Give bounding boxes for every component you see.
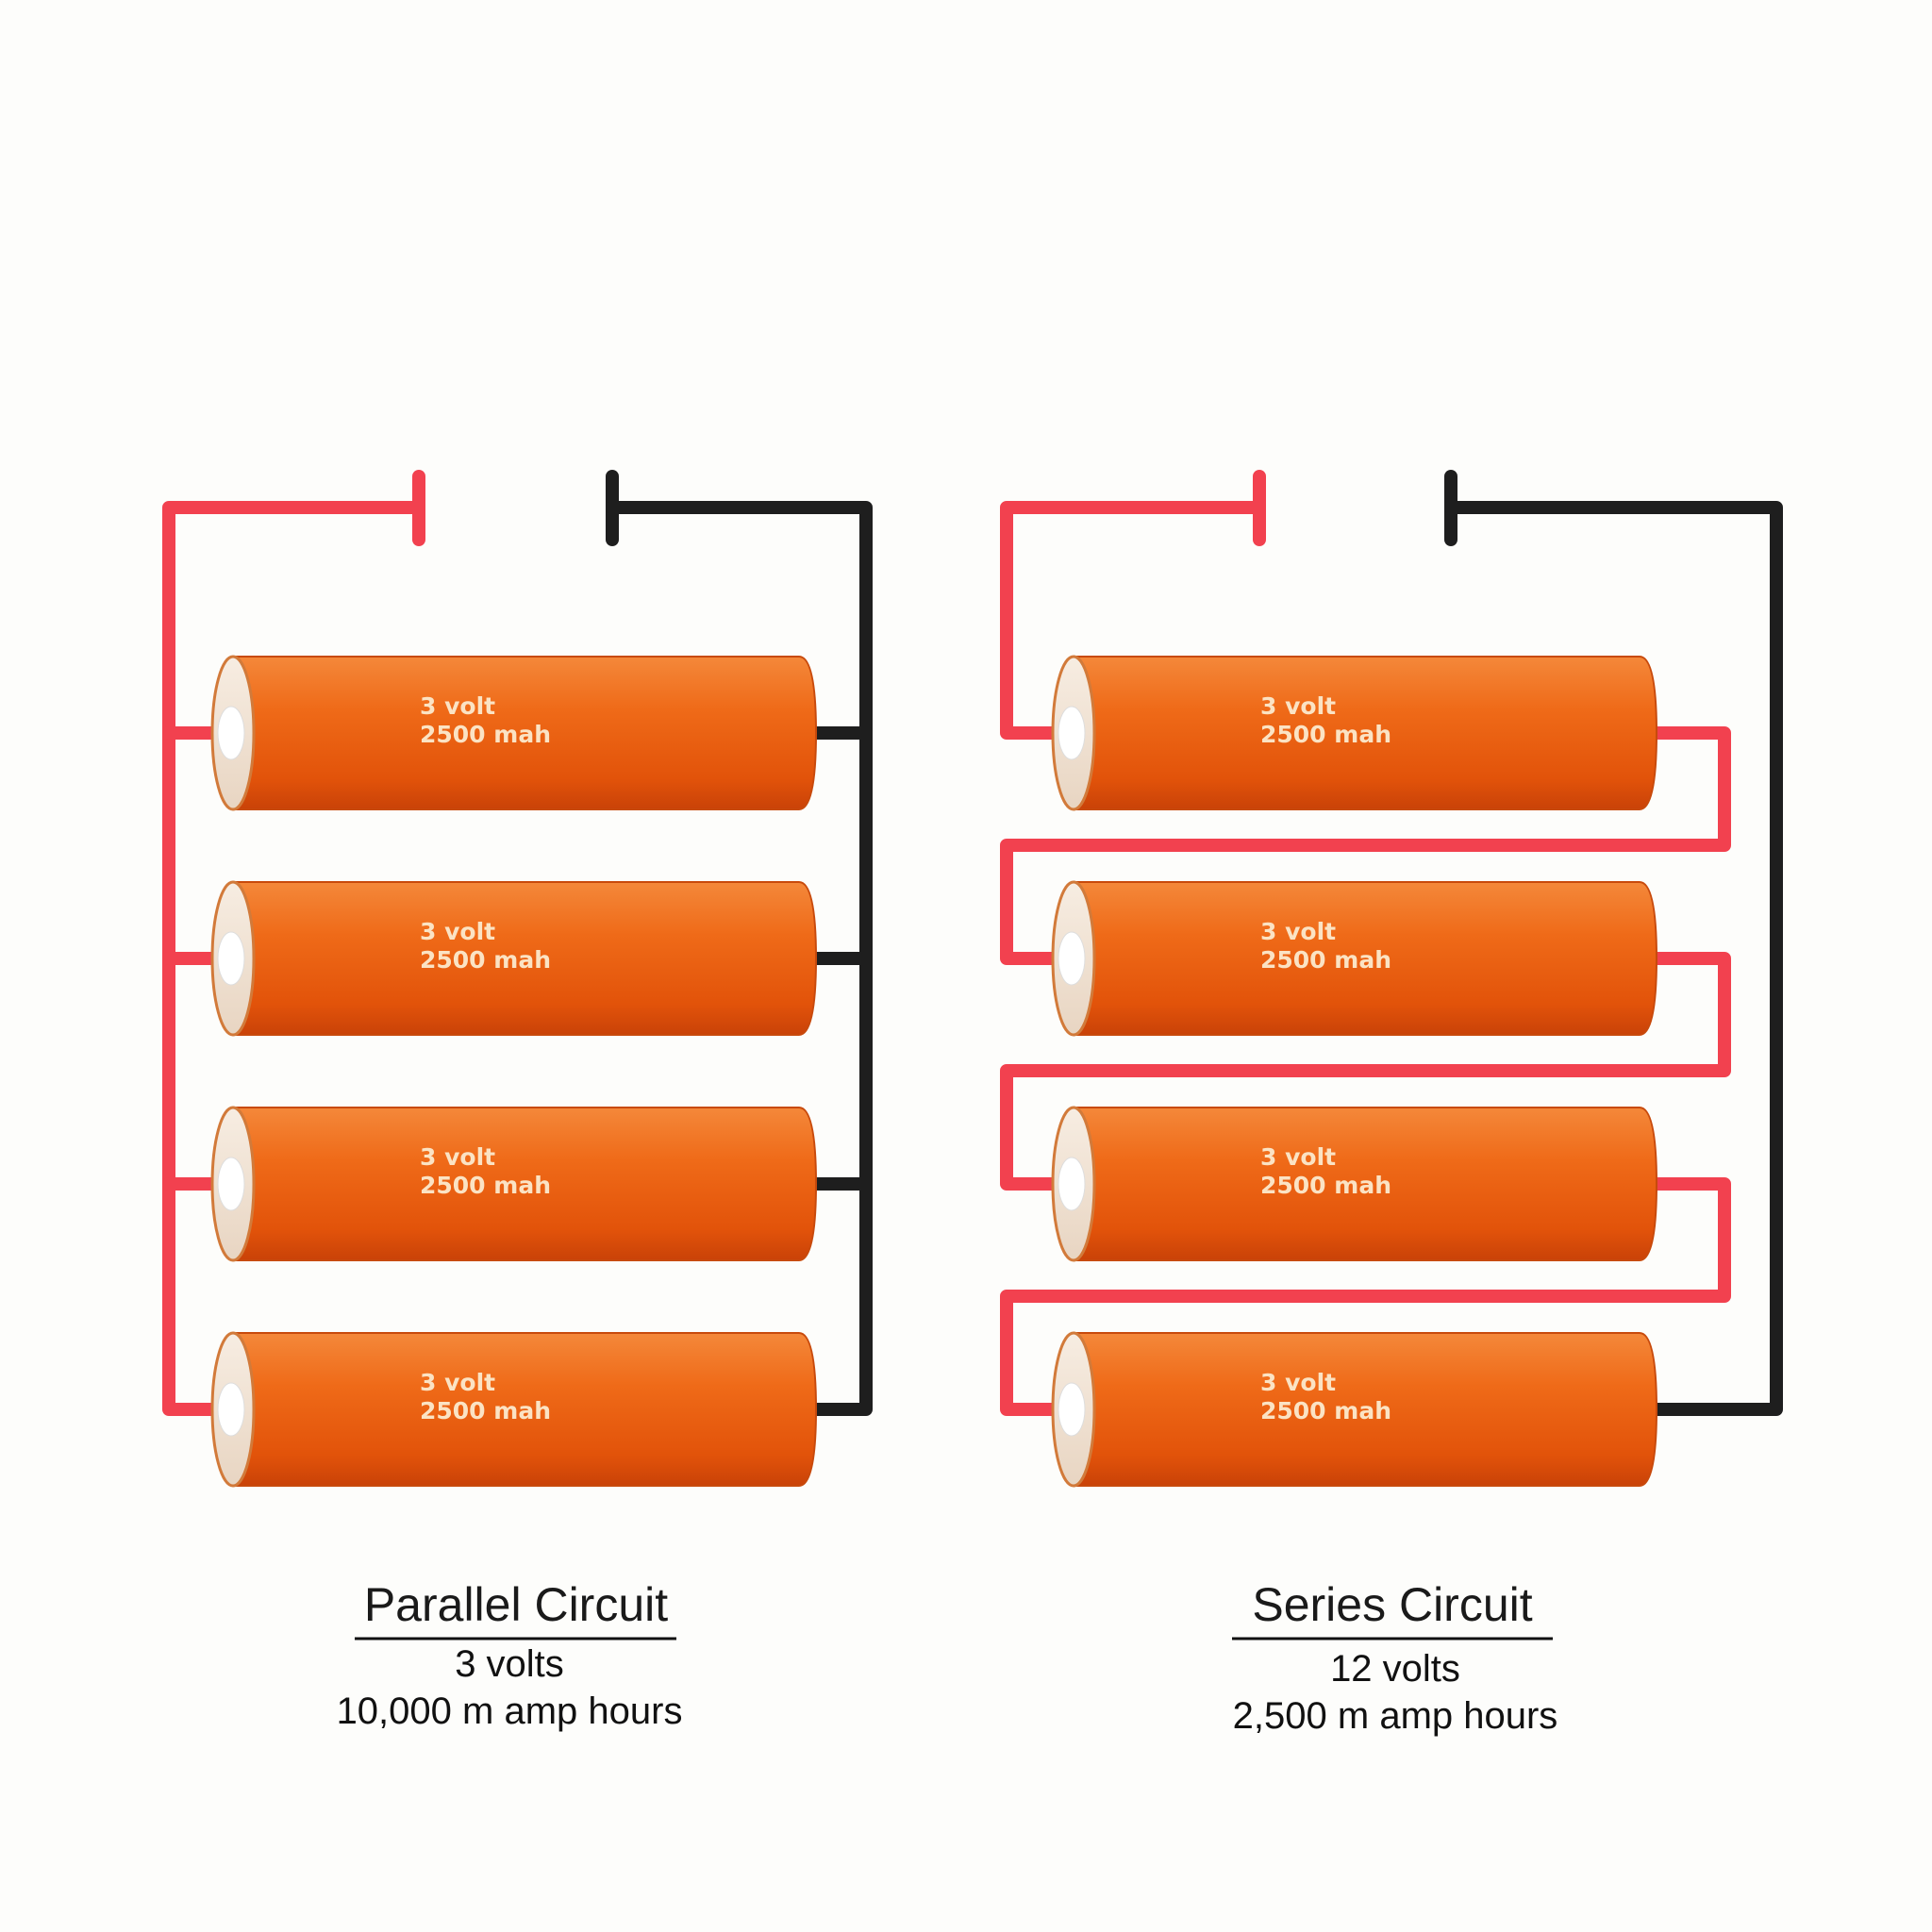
battery-voltage-label: 3 volt (420, 918, 495, 945)
battery-positive-terminal (1058, 1382, 1086, 1437)
wires (162, 470, 1783, 1416)
series-positive-wire (1000, 501, 1266, 740)
battery-voltage-label: 3 volt (420, 1369, 495, 1396)
parallel-caption: Parallel Circuit 3 volts 10,000 m amp ho… (337, 1578, 683, 1732)
battery-voltage-label: 3 volt (420, 1143, 495, 1171)
battery-capacity-label: 2500 mah (420, 721, 551, 748)
battery-capacity-label: 2500 mah (1260, 721, 1391, 748)
battery-positive-terminal (1058, 931, 1086, 986)
battery-capacity-label: 2500 mah (420, 1172, 551, 1199)
battery-voltage-label: 3 volt (1260, 692, 1336, 720)
battery-positive-terminal (217, 1157, 245, 1211)
battery-body (232, 656, 818, 810)
battery-capacity-label: 2500 mah (1260, 1397, 1391, 1424)
series-negative-wire (1444, 501, 1783, 1416)
battery-positive-terminal (217, 1382, 245, 1437)
battery-voltage-label: 3 volt (1260, 1143, 1336, 1171)
series-link-wire (1000, 1177, 1731, 1416)
series-caption: Series Circuit 12 volts 2,500 m amp hour… (1232, 1578, 1557, 1737)
battery-capacity-label: 2500 mah (420, 946, 551, 974)
battery-body (1073, 881, 1658, 1036)
parallel-title: Parallel Circuit (364, 1578, 668, 1631)
battery-body (1073, 1332, 1658, 1487)
battery-positive-terminal (217, 706, 245, 760)
battery-positive-terminal (1058, 1157, 1086, 1211)
series-capacity: 2,500 m amp hours (1233, 1695, 1558, 1737)
battery-body (1073, 1107, 1658, 1261)
series-title: Series Circuit (1252, 1578, 1532, 1631)
series-voltage: 12 volts (1330, 1648, 1460, 1690)
parallel-capacity: 10,000 m amp hours (337, 1690, 683, 1732)
series-link-wire (1000, 726, 1731, 965)
battery-body (232, 1332, 818, 1487)
battery-voltage-label: 3 volt (420, 692, 495, 720)
battery-capacity-label: 2500 mah (420, 1397, 551, 1424)
battery-positive-terminal (217, 931, 245, 986)
series-link-wire (1000, 952, 1731, 1191)
battery-capacity-label: 2500 mah (1260, 946, 1391, 974)
battery-body (1073, 656, 1658, 810)
battery-positive-terminal (1058, 706, 1086, 760)
battery-body (232, 881, 818, 1036)
battery-body (232, 1107, 818, 1261)
battery-voltage-label: 3 volt (1260, 1369, 1336, 1396)
parallel-voltage: 3 volts (455, 1643, 564, 1685)
battery-voltage-label: 3 volt (1260, 918, 1336, 945)
battery-capacity-label: 2500 mah (1260, 1172, 1391, 1199)
